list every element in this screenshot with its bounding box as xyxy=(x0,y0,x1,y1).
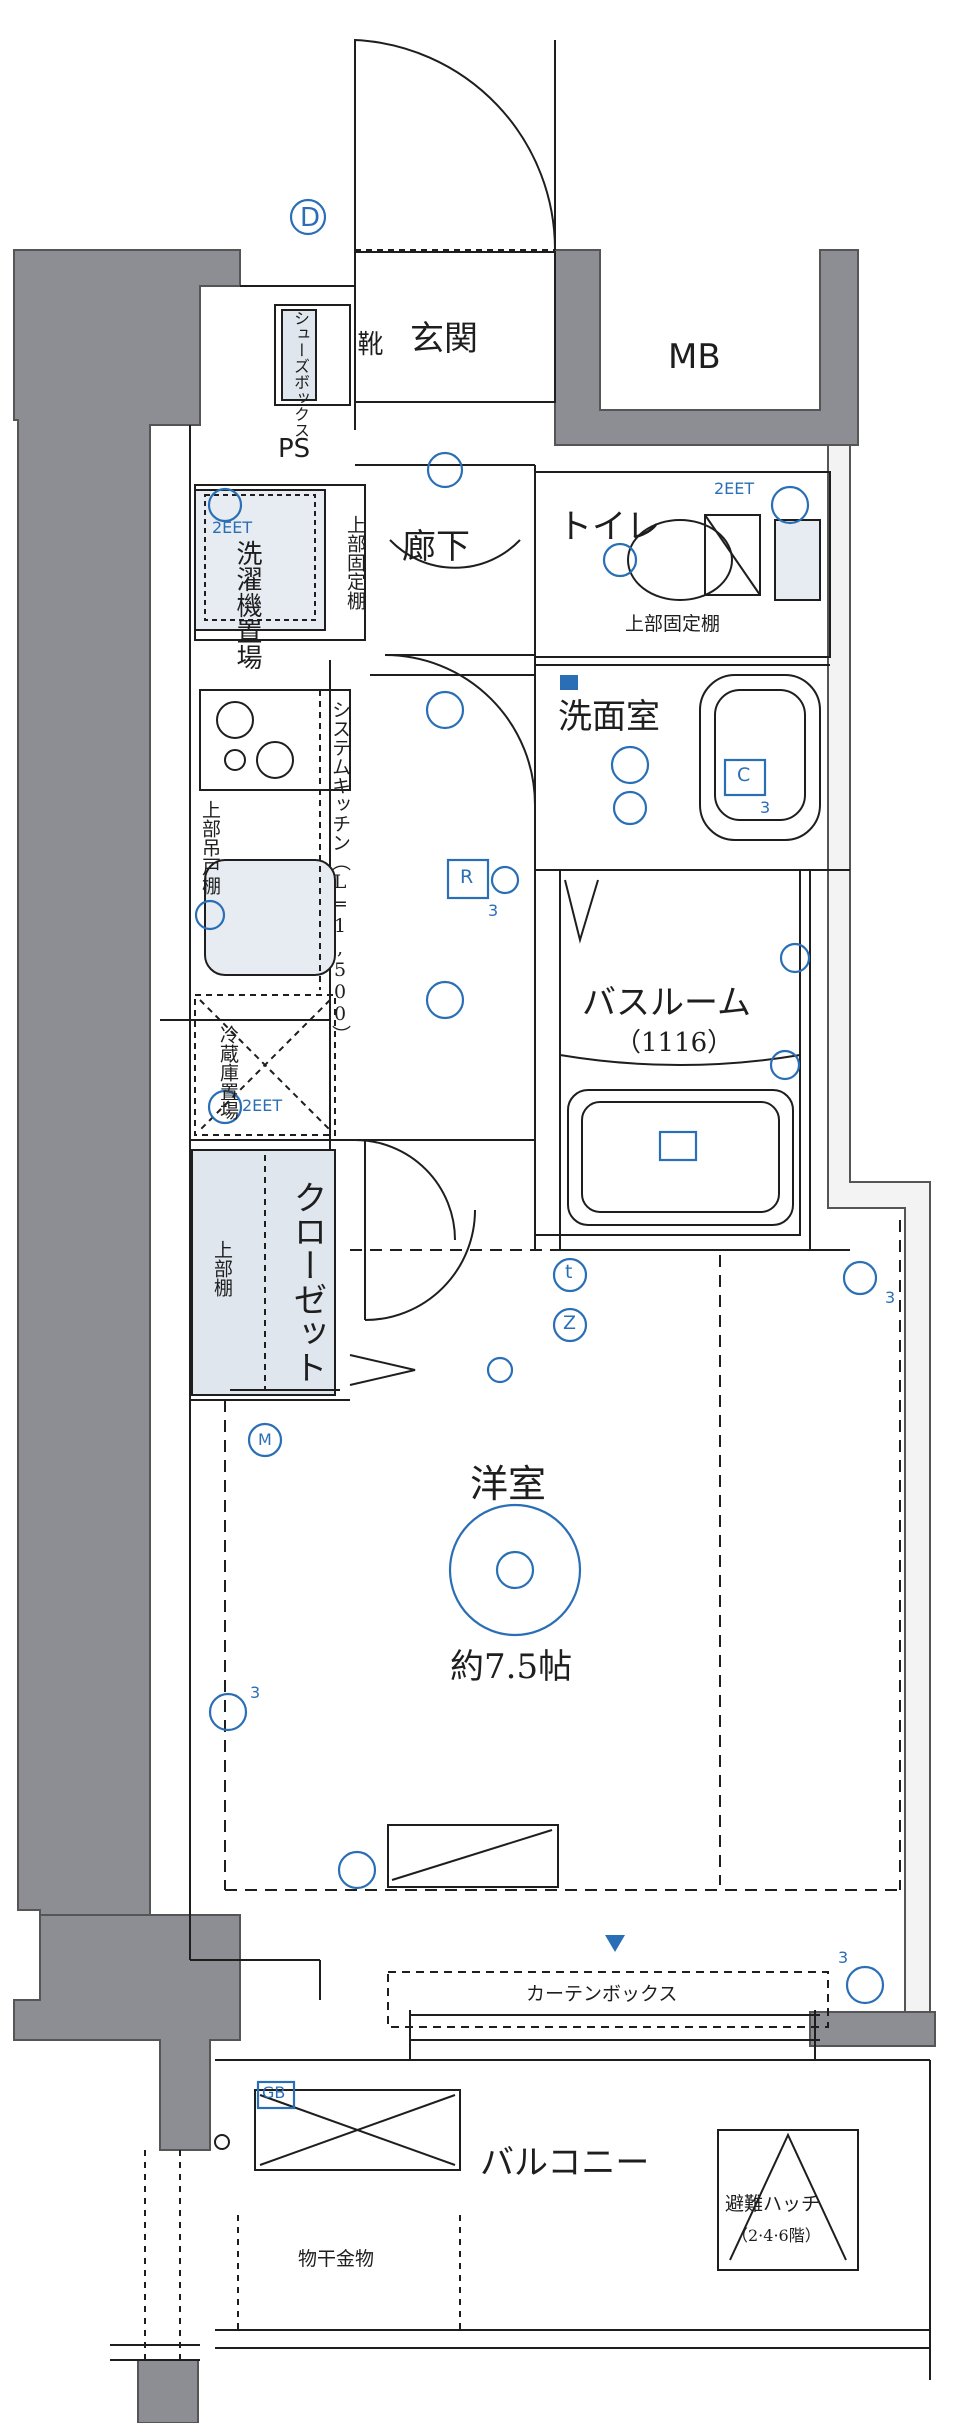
room-bath: バスルーム xyxy=(582,983,751,1023)
room-toilet: トイレ xyxy=(558,507,660,547)
washer-label: 洗濯機置場 xyxy=(232,540,262,670)
door-d-letter: D xyxy=(300,203,321,233)
room-roka: 廊下 xyxy=(402,527,470,567)
socket-2eet-washer: 2EET xyxy=(212,518,253,537)
three-kitchen: 3 xyxy=(488,901,499,920)
three-wash: 3 xyxy=(760,798,771,817)
socket-2eet-fridge: 2EET xyxy=(242,1096,283,1115)
bath-size: （1116） xyxy=(615,1028,734,1058)
kutsu-label: 靴 xyxy=(353,330,383,356)
symbol-m: M xyxy=(258,1430,272,1449)
wall-balcony-right xyxy=(809,2011,936,2047)
symbol-c: C xyxy=(737,764,751,786)
kitchen-label: システムキッチン（L=1,500） xyxy=(329,700,351,1044)
symbol-r: R xyxy=(460,866,474,888)
fridge-label: 冷蔵庫置場 xyxy=(217,1025,239,1120)
symbol-z: Z xyxy=(563,1312,577,1334)
hatch-label: 避難ハッチ xyxy=(725,2193,821,2215)
room-area: 約7.5帖 xyxy=(450,1647,573,1687)
upper-fixed-shelf-label: 上部固定棚 xyxy=(344,515,366,610)
toilet-shelf-label: 上部固定棚 xyxy=(625,613,721,635)
column-foot xyxy=(137,2359,199,2423)
curtain-box-label: カーテンボックス xyxy=(526,1983,678,2005)
room-genkan: 玄関 xyxy=(410,319,478,359)
room-mb: MB xyxy=(668,337,721,377)
three-curtain: 3 xyxy=(838,1948,849,1967)
closet-area xyxy=(191,1149,336,1396)
symbol-t: t xyxy=(565,1261,573,1283)
laundry-hardware-label: 物干金物 xyxy=(298,2248,375,2270)
symbol-gb: GB xyxy=(262,2083,286,2102)
room-senmen: 洗面室 xyxy=(558,697,660,737)
three-left: 3 xyxy=(250,1683,261,1702)
room-ps: PS xyxy=(278,434,311,464)
door-d-symbol xyxy=(289,198,327,236)
hatched-wall xyxy=(827,444,931,2013)
column-bottom-left xyxy=(13,1914,241,2151)
room-closet: クローゼット xyxy=(287,1180,327,1384)
upper-hanging-label: 上部吊戸棚 xyxy=(199,800,221,895)
socket-2eet-toilet: 2EET xyxy=(714,479,755,498)
room-youshitsu: 洋室 xyxy=(470,1462,547,1506)
room-balcony: バルコニー xyxy=(480,2143,650,2183)
shoes-box-label: シューズボックス xyxy=(291,310,310,438)
closet-shelf-label: 上部棚 xyxy=(211,1240,233,1297)
wall-mb xyxy=(554,249,859,446)
hatch-floors: （2·4·6階） xyxy=(732,2226,821,2245)
three-west: 3 xyxy=(885,1288,896,1307)
